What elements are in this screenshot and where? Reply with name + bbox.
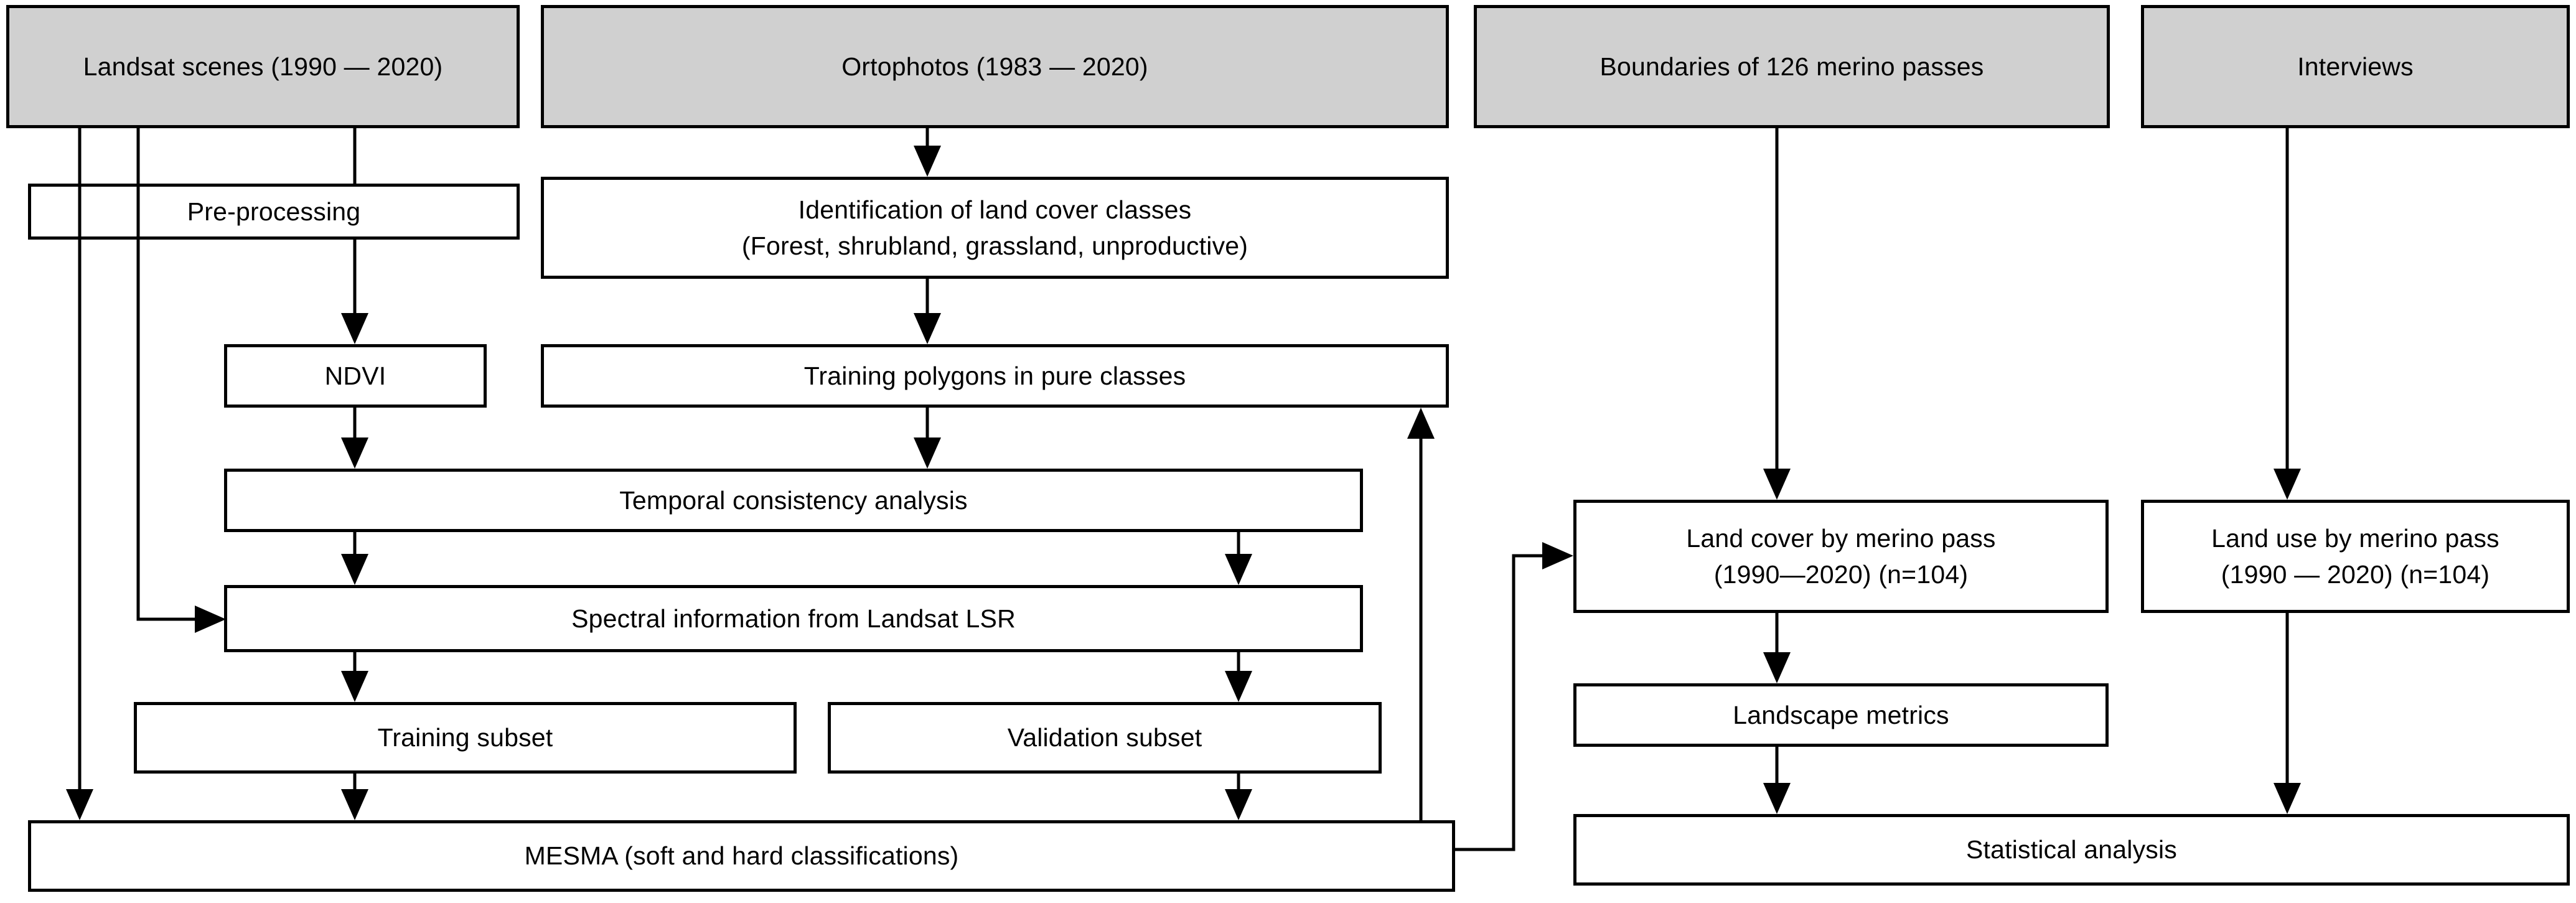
arrowhead-landscape-metrics-to-statistical: [1763, 783, 1791, 814]
node-boundaries[interactable]: Boundaries of 126 merino passes: [1474, 5, 2110, 128]
node-preprocessing-label: Pre-processing: [176, 193, 372, 230]
arrowhead-landsat-to-mesma: [66, 789, 93, 820]
node-mesma-label: MESMA (soft and hard classifications): [524, 841, 959, 871]
node-ndvi-label: NDVI: [324, 361, 386, 390]
arrowhead-land-use-to-statistical: [2274, 783, 2301, 814]
node-land-cover-merino[interactable]: Land cover by merino pass (1990—2020) (n…: [1573, 500, 2109, 613]
arrowhead-identification-to-training-polygons: [914, 313, 941, 344]
node-training-subset[interactable]: Training subset: [134, 702, 797, 774]
node-training-subset-label: Training subset: [377, 723, 553, 752]
arrowhead-ndvi-to-temporal: [341, 437, 368, 469]
node-boundaries-label: Boundaries of 126 merino passes: [1599, 52, 1984, 81]
node-spectral-information-label: Spectral information from Landsat LSR: [571, 604, 1016, 633]
node-training-polygons-label: Training polygons in pure classes: [803, 361, 1186, 390]
edge-mesma-to-land-cover: [1455, 554, 1556, 851]
node-ortophotos-label: Ortophotos (1983 — 2020): [841, 52, 1148, 81]
arrowhead-spectral-to-validation-subset: [1225, 671, 1252, 702]
node-landscape-metrics-label: Landscape metrics: [1733, 700, 1949, 729]
node-landsat-scenes-label: Landsat scenes (1990 — 2020): [83, 52, 443, 81]
arrowhead-boundaries-to-land-cover: [1763, 469, 1791, 500]
node-land-use-merino-line1: Land use by merino pass: [2211, 523, 2499, 553]
node-identification-line1: Identification of land cover classes: [798, 195, 1192, 224]
edge-landsat-to-spectral: [136, 128, 208, 621]
node-land-use-merino[interactable]: Land use by merino pass (1990 — 2020) (n…: [2141, 500, 2570, 613]
arrowhead-spectral-to-training-subset: [341, 671, 368, 702]
node-land-cover-merino-line2: (1990—2020) (n=104): [1713, 560, 1969, 589]
node-temporal-consistency[interactable]: Temporal consistency analysis: [224, 469, 1363, 532]
node-land-cover-merino-line1: Land cover by merino pass: [1686, 523, 1996, 553]
node-statistical-analysis-label: Statistical analysis: [1966, 835, 2177, 864]
node-training-polygons[interactable]: Training polygons in pure classes: [541, 344, 1449, 408]
arrowhead-temporal-to-spectral-right: [1225, 554, 1252, 585]
node-preprocessing[interactable]: Pre-processing: [28, 184, 520, 240]
arrowhead-interviews-to-land-use: [2274, 469, 2301, 500]
node-interviews[interactable]: Interviews: [2141, 5, 2570, 128]
arrowhead-temporal-to-spectral: [341, 554, 368, 585]
arrowhead-training-subset-to-mesma: [341, 789, 368, 820]
arrowhead-ortophotos-to-identification: [914, 146, 941, 177]
node-ortophotos[interactable]: Ortophotos (1983 — 2020): [541, 5, 1449, 128]
arrowhead-mesma-feedback: [1407, 408, 1435, 439]
node-landscape-metrics[interactable]: Landscape metrics: [1573, 683, 2109, 747]
arrowhead-training-polygons-to-temporal: [914, 437, 941, 469]
node-land-use-merino-line2: (1990 — 2020) (n=104): [2221, 560, 2490, 589]
node-spectral-information[interactable]: Spectral information from Landsat LSR: [224, 585, 1363, 652]
node-temporal-consistency-label: Temporal consistency analysis: [619, 485, 968, 515]
arrowhead-land-cover-to-landscape-metrics: [1763, 652, 1791, 683]
node-identification-line2: (Forest, shrubland, grassland, unproduct…: [741, 232, 1248, 260]
arrowhead-landsat-to-spectral: [195, 606, 226, 633]
node-identification[interactable]: Identification of land cover classes (Fo…: [541, 177, 1449, 279]
arrowhead-validation-subset-to-mesma: [1225, 789, 1252, 820]
node-ndvi[interactable]: NDVI: [224, 344, 487, 408]
arrowhead-mesma-to-land-cover: [1542, 542, 1573, 569]
node-validation-subset[interactable]: Validation subset: [828, 702, 1382, 774]
node-statistical-analysis[interactable]: Statistical analysis: [1573, 814, 2570, 886]
arrowhead-preprocessing-to-ndvi: [341, 313, 368, 344]
node-mesma[interactable]: MESMA (soft and hard classifications): [28, 820, 1455, 892]
node-interviews-label: Interviews: [2297, 52, 2414, 81]
node-validation-subset-label: Validation subset: [1007, 723, 1202, 752]
node-landsat-scenes[interactable]: Landsat scenes (1990 — 2020): [6, 5, 520, 128]
